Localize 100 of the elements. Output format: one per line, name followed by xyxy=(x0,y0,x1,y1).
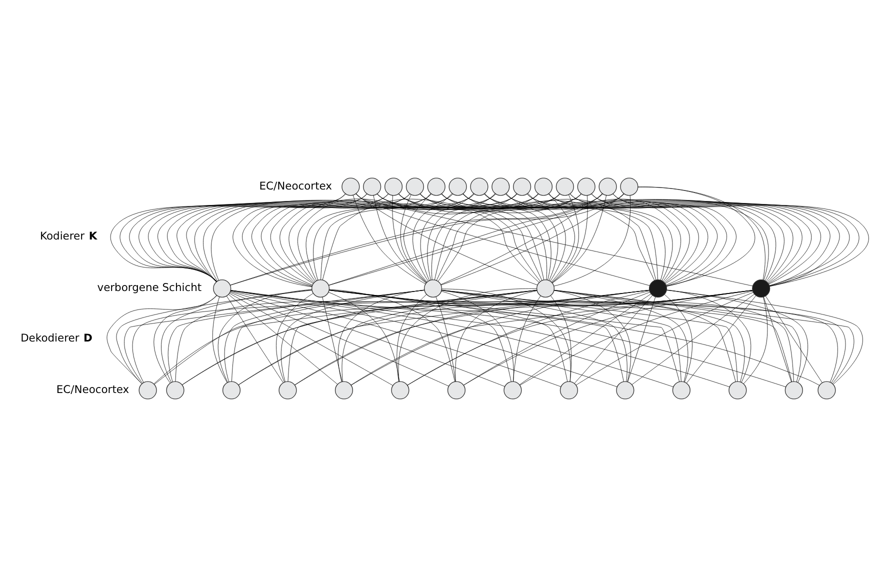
connector xyxy=(230,292,449,386)
connector xyxy=(574,294,653,384)
connector xyxy=(441,289,738,382)
connector xyxy=(528,192,566,281)
node-circle xyxy=(556,177,574,196)
connector xyxy=(356,192,538,285)
connector xyxy=(218,288,312,382)
connector xyxy=(124,289,425,383)
connector xyxy=(329,288,455,382)
connector xyxy=(436,296,456,382)
node-circle xyxy=(728,380,747,399)
connector xyxy=(527,193,699,283)
node-circle xyxy=(406,177,424,196)
node-circle xyxy=(616,380,634,399)
connector xyxy=(154,294,217,383)
node-circle xyxy=(222,380,241,399)
connector xyxy=(328,289,512,382)
connector xyxy=(161,289,312,382)
node-circle xyxy=(598,177,617,196)
connector xyxy=(576,292,754,385)
connector xyxy=(373,194,426,283)
connector xyxy=(506,192,558,280)
connector xyxy=(427,192,496,280)
connector xyxy=(116,289,312,384)
connector xyxy=(442,288,571,382)
connector xyxy=(352,194,426,284)
node-circle xyxy=(166,380,184,399)
connector xyxy=(226,295,284,382)
node-circle xyxy=(470,177,488,196)
connector xyxy=(552,194,588,282)
connector xyxy=(280,193,453,283)
connector xyxy=(168,289,424,382)
connector xyxy=(552,194,579,282)
node-circle xyxy=(504,380,522,399)
connector xyxy=(554,290,688,382)
connector xyxy=(743,296,768,384)
label: EC/Neocortex xyxy=(259,178,332,192)
connector xyxy=(554,289,854,384)
connector xyxy=(229,292,393,386)
node-circle xyxy=(342,177,360,196)
node-circle xyxy=(278,380,297,399)
connector xyxy=(442,290,682,382)
connector xyxy=(552,194,607,283)
connector xyxy=(230,290,505,386)
connector xyxy=(328,292,400,382)
node-circle xyxy=(620,177,638,196)
connector xyxy=(342,290,537,382)
connector xyxy=(765,295,822,382)
connector xyxy=(666,289,863,384)
node-circle xyxy=(752,278,770,298)
connector xyxy=(280,289,425,382)
node-circle xyxy=(534,177,553,196)
label: Dekodierer D xyxy=(20,330,92,344)
connector xyxy=(520,290,753,385)
connector xyxy=(288,290,537,382)
node-circle xyxy=(334,380,353,399)
node-circle xyxy=(513,177,532,196)
connector xyxy=(407,290,650,385)
connector xyxy=(632,293,755,384)
connector xyxy=(396,294,427,382)
connector xyxy=(328,290,624,382)
node-circle xyxy=(447,380,466,399)
connector xyxy=(464,291,650,385)
connector xyxy=(338,289,425,382)
node-circle xyxy=(391,380,410,399)
connector xyxy=(431,192,517,280)
node-circle xyxy=(648,278,668,298)
node-circle xyxy=(384,177,403,196)
connector xyxy=(548,192,575,282)
label: EC/Neocortex xyxy=(56,382,130,396)
connector xyxy=(550,295,572,382)
node-circle xyxy=(784,380,803,399)
connector xyxy=(664,294,692,382)
connector xyxy=(252,193,388,286)
connector xyxy=(351,289,650,385)
connector xyxy=(666,289,752,382)
connector xyxy=(270,193,432,284)
connector xyxy=(392,194,427,282)
node-circle xyxy=(312,278,330,298)
node-circle xyxy=(560,380,578,399)
connector xyxy=(462,192,548,280)
node-circle xyxy=(536,278,555,298)
node-circle xyxy=(818,380,836,399)
connector xyxy=(554,194,631,286)
connector xyxy=(212,296,228,382)
connector xyxy=(548,193,708,284)
connector xyxy=(400,194,427,282)
connector xyxy=(441,290,514,382)
node-circle xyxy=(213,278,232,298)
connector xyxy=(438,193,582,281)
node-circle xyxy=(427,177,446,196)
node-circle xyxy=(448,177,467,196)
connector xyxy=(261,193,410,285)
connector xyxy=(591,193,727,286)
connector xyxy=(455,290,538,382)
node-circle xyxy=(672,380,690,399)
node-circle xyxy=(424,278,442,298)
connector xyxy=(232,193,346,287)
connector xyxy=(628,296,656,382)
connector xyxy=(612,193,736,286)
